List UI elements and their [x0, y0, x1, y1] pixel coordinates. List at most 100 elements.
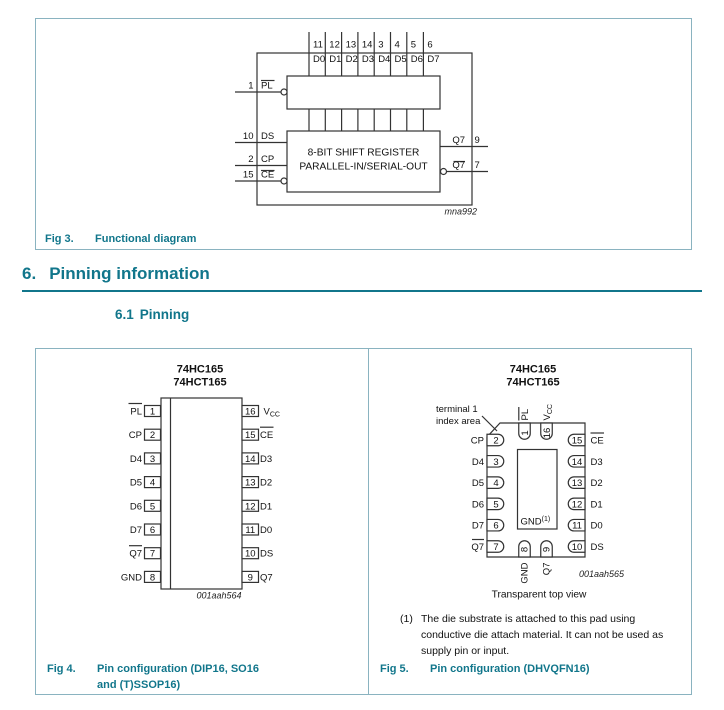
caption-line: Pin configuration (DIP16, SO16: [97, 663, 259, 675]
pin-label: GND: [121, 572, 142, 583]
pin-num: 9: [542, 547, 553, 552]
diagram-watermark: 001aah565: [579, 569, 625, 579]
pin-num: 11: [572, 521, 582, 532]
footnote-line: conductive die attach material. It can n…: [421, 628, 664, 641]
pin-label: DS: [260, 549, 273, 560]
pin-num: 2: [150, 430, 155, 441]
diagram-watermark: mna992: [444, 207, 477, 217]
pin-num: 13: [572, 478, 583, 489]
pin-label: Q7: [260, 572, 273, 583]
pin-num: 8: [150, 572, 155, 583]
fig4-caption-label: Fig 4.: [47, 663, 76, 675]
pin-label: DS: [591, 542, 604, 553]
left-pin-name: CE: [261, 170, 274, 181]
pl-invert-bubble: [280, 88, 288, 96]
top-pin-name: D2: [346, 54, 358, 65]
dip16-diagram-svg: 74HC165 74HCT165 PL 1 CP 2 D4 3 D5 4 D6 …: [121, 364, 280, 601]
pin-label: D3: [591, 457, 603, 468]
left-pin-num: 2: [248, 154, 253, 165]
pin-num: 16: [542, 428, 553, 439]
right-pin-name: Q7: [452, 160, 465, 171]
fig3-caption-label: Fig 3.: [45, 233, 74, 245]
caption-line: and (T)SSOP16): [97, 679, 181, 691]
pin-num: 13: [245, 478, 256, 489]
top-pin-num: 4: [395, 40, 400, 51]
pin-num: 1: [150, 407, 155, 418]
left-pin-num: 15: [243, 170, 254, 181]
qfn-terminals: [486, 422, 586, 558]
pin-label: D0: [260, 525, 272, 536]
fig3-outer-box: [256, 52, 473, 206]
pin-num: 7: [150, 549, 155, 560]
pin-label: D0: [591, 521, 603, 532]
pin-label: D6: [472, 499, 484, 510]
section-heading: 6. Pinning information: [22, 264, 702, 292]
pin-label: D5: [130, 478, 142, 489]
pin-num: 10: [245, 549, 256, 560]
pin-label: Q7: [542, 563, 553, 576]
right-pin-num: 7: [475, 160, 480, 171]
fig3-wires: [235, 32, 488, 206]
center-pad-label: GND(1): [521, 516, 551, 528]
pin-num: 15: [245, 430, 256, 441]
fig3-caption: Fig 3. Functional diagram: [45, 231, 196, 247]
pin-num: 15: [572, 436, 583, 447]
subsection-number: 6.1: [115, 307, 134, 322]
terminal1-annotation-line1: terminal 1: [436, 404, 478, 415]
top-pin-num: 12: [329, 40, 340, 51]
diagram-watermark: 001aah564: [196, 591, 241, 601]
pin-num: 8: [520, 547, 531, 552]
top-pin-num: 6: [427, 40, 432, 51]
fig5-caption-text: Pin configuration (DHVQFN16): [430, 663, 590, 675]
pin-label: CE: [260, 430, 273, 441]
pin-num: 14: [572, 457, 583, 468]
pin-label: D6: [130, 501, 142, 512]
right-pin-name: Q7: [452, 135, 465, 146]
pin-label: D4: [130, 454, 142, 465]
pin-num: 10: [572, 542, 583, 553]
fig3-caption-text: Functional diagram: [95, 233, 197, 245]
dip16-pin-boxes: [143, 404, 260, 584]
pin-num: 12: [245, 501, 256, 512]
pin-label: D4: [472, 457, 484, 468]
pin-label: CP: [129, 430, 142, 441]
footnote-line: supply pin or input.: [421, 644, 510, 657]
pin-label: D1: [591, 499, 603, 510]
footnote-line: The die substrate is attached to this pa…: [421, 613, 636, 625]
pin-num: 6: [150, 525, 155, 536]
pin-num: 16: [245, 407, 256, 418]
register-block-line1: 8-BIT SHIFT REGISTER: [308, 148, 420, 159]
center-pad: [516, 448, 558, 530]
pin-num: 3: [150, 454, 155, 465]
q7b-invert-bubble: [439, 167, 448, 176]
pin-num: 3: [493, 457, 498, 468]
pin-label: D2: [260, 478, 272, 489]
left-pin-name: PL: [261, 81, 273, 92]
pin-num: 1: [520, 430, 531, 435]
pin-label: D2: [591, 478, 603, 489]
footnote-text: The die substrate is attached to this pa…: [421, 612, 663, 659]
pin-label: VCC: [542, 404, 554, 420]
top-pin-name: D4: [378, 54, 390, 65]
top-pin-num: 3: [378, 40, 383, 51]
right-pin-num: 9: [475, 135, 480, 146]
pin-num: 11: [245, 525, 255, 536]
top-pin-num: 13: [346, 40, 357, 51]
top-pin-name: D0: [313, 54, 325, 65]
dip16-body: [128, 397, 274, 590]
pin-num: 4: [150, 478, 155, 489]
pin-num: 2: [493, 436, 498, 447]
subsection-title: Pinning: [139, 307, 190, 322]
pin-label: D7: [130, 525, 142, 536]
pin-label: CP: [471, 436, 484, 447]
pin-num: 6: [493, 521, 498, 532]
top-pin-name: D3: [362, 54, 374, 65]
pin-num: 7: [493, 542, 498, 553]
pin-num: 5: [150, 501, 155, 512]
section-title: Pinning information: [49, 264, 210, 283]
terminal1-annotation-line2: index area: [436, 416, 481, 427]
top-pin-name: D5: [395, 54, 407, 65]
pin-num: 9: [248, 572, 253, 583]
top-pin-num: 5: [411, 40, 416, 51]
